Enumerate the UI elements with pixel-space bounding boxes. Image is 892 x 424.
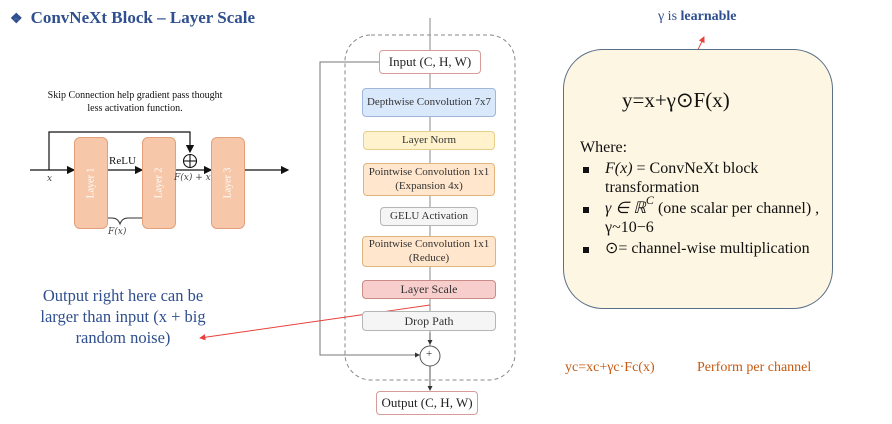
relu-label: ReLU	[109, 155, 136, 167]
per-channel-label: Perform per channel	[697, 360, 812, 375]
layer-norm-box: Layer Norm	[363, 131, 495, 150]
input-x-label: x	[47, 174, 53, 184]
definition-item: F(x) = ConvNeXt block transformation	[580, 160, 825, 198]
output-box: Output (C, H, W)	[376, 391, 478, 415]
brace-label: F(x)	[108, 227, 127, 237]
block-dashed-border	[344, 34, 516, 381]
definition-item: ⊙= channel-wise multiplication	[580, 240, 825, 259]
title-text: ConvNeXt Block – Layer Scale	[30, 8, 256, 27]
per-channel-formula: yc=xc+γc·Fc(x)	[565, 360, 655, 375]
definition-list: F(x) = ConvNeXt block transformation γ ∈…	[580, 160, 825, 260]
pointwise-expansion-box: Pointwise Convolution 1x1 (Expansion 4x)	[363, 163, 495, 196]
add-symbol: +	[426, 348, 433, 360]
formula-panel	[563, 49, 833, 309]
sum-label: F(x) + x	[174, 173, 211, 183]
gamma-learnable-note: γ is learnable	[658, 9, 737, 24]
skip-connection-note: Skip Connection help gradient pass thoug…	[47, 90, 223, 114]
output-note: Output right here can be larger than inp…	[40, 286, 206, 348]
layer-scale-box: Layer Scale	[362, 280, 496, 299]
depthwise-conv-box: Depthwise Convolution 7x7	[362, 88, 496, 117]
output-pointer-arrow	[199, 304, 431, 341]
definition-item: γ ∈ ℝC (one scalar per channel) , γ~10−6	[580, 193, 825, 238]
gelu-box: GELU Activation	[380, 207, 478, 226]
slide-title: ❖ ConvNeXt Block – Layer Scale	[10, 8, 255, 28]
diamond-bullet-icon: ❖	[10, 12, 23, 27]
where-label: Where:	[580, 139, 628, 156]
drop-path-box: Drop Path	[362, 311, 496, 331]
input-box: Input (C, H, W)	[379, 50, 481, 74]
layer-1-box: Layer 1	[74, 137, 108, 229]
layer-2-box: Layer 2	[142, 137, 176, 229]
layer-3-box: Layer 3	[211, 137, 245, 229]
layer-scale-formula: y=x+γ⊙F(x)	[622, 88, 730, 112]
pointwise-reduce-box: Pointwise Convolution 1x1 (Reduce)	[362, 236, 496, 267]
